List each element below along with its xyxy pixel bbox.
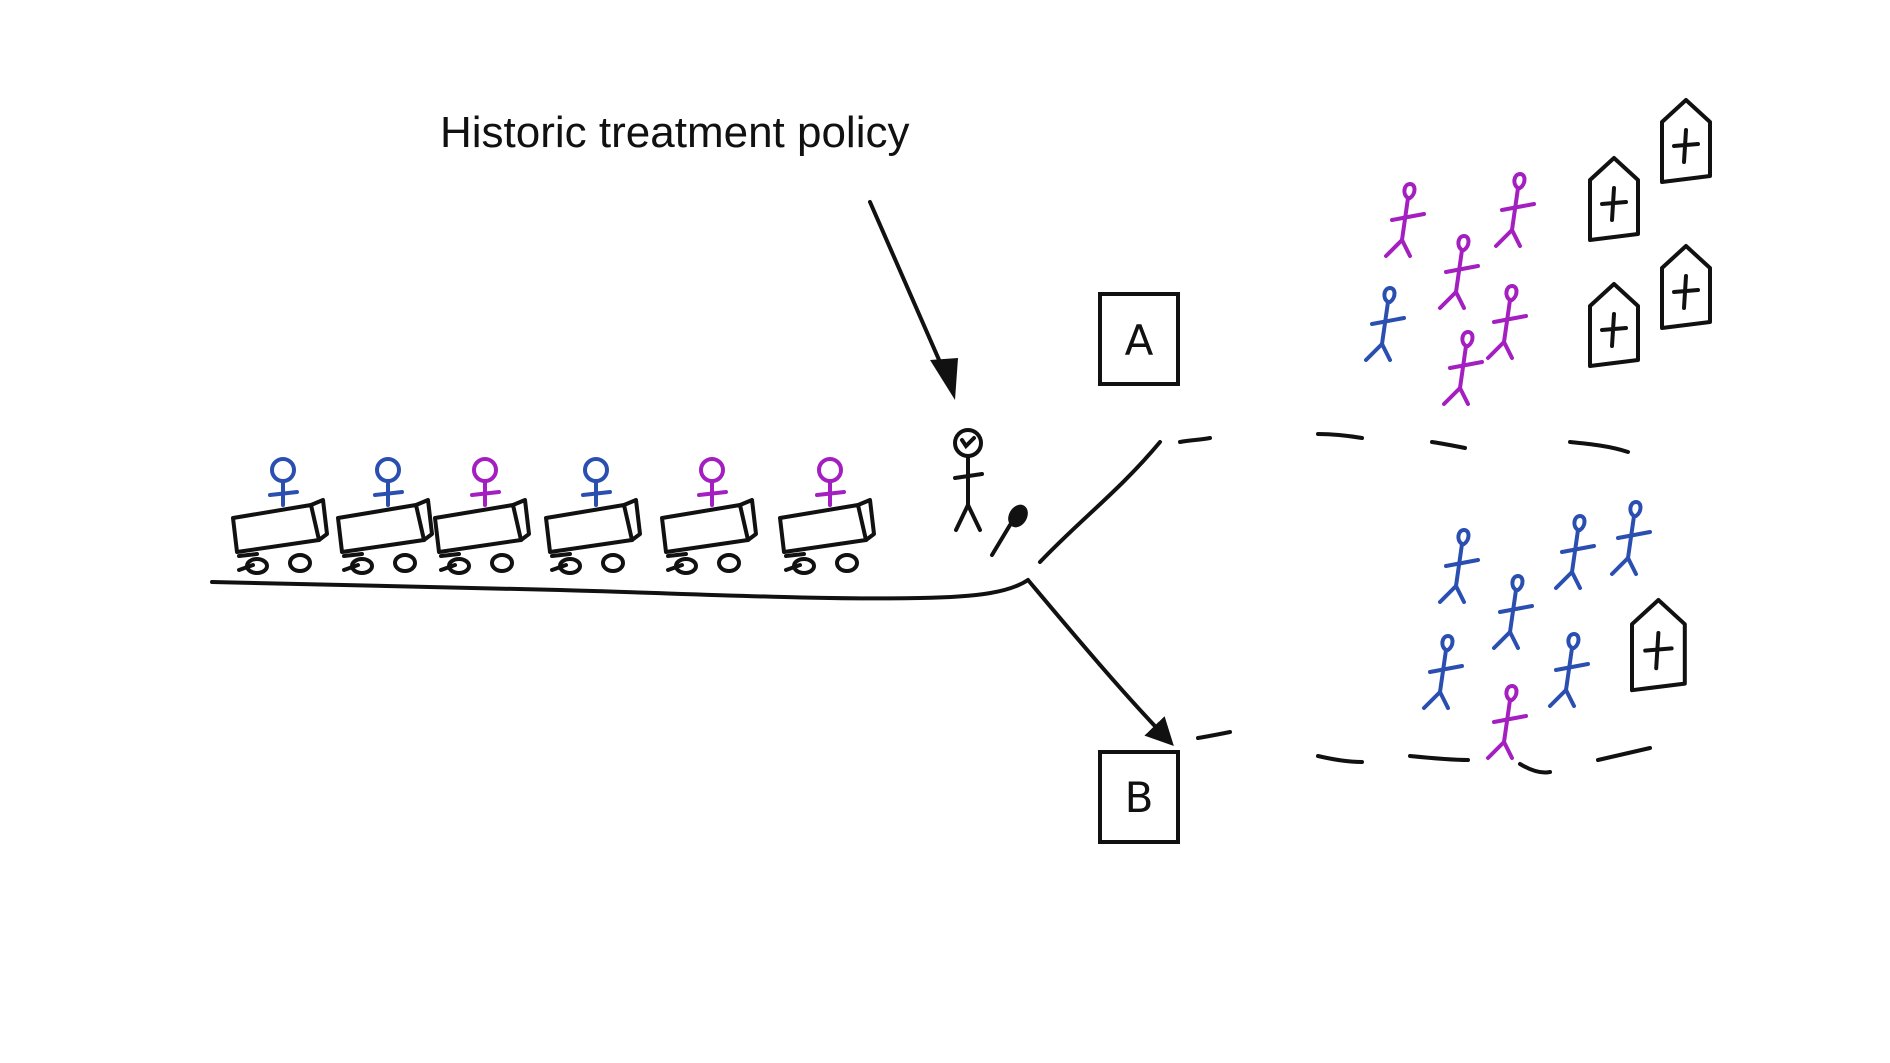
dashed-road-b [1196, 730, 1652, 775]
hospital-icon [1630, 598, 1687, 693]
person-in-cart-icon [778, 457, 876, 575]
patient-figure-icon [1494, 171, 1536, 248]
patient-figure-icon [1384, 181, 1426, 258]
patient-figure-icon [1554, 513, 1596, 590]
hospital-icon [1588, 282, 1640, 368]
dashed-road-a [1178, 432, 1630, 454]
main-road [210, 578, 1030, 601]
caption-arrowhead [930, 358, 958, 400]
person-in-cart-icon [660, 457, 758, 575]
hospital-icon [1660, 244, 1712, 330]
person-in-cart-icon [433, 457, 531, 575]
hospitals [1588, 98, 1712, 693]
caption-arrow [868, 200, 952, 387]
crowd-outcome-b [1422, 499, 1652, 760]
patient-figure-icon [1438, 527, 1480, 604]
hospital-icon [1588, 156, 1640, 242]
patient-figure-icon [1442, 329, 1484, 406]
person-in-cart-icon [336, 457, 434, 575]
hospital-icon [1660, 98, 1712, 184]
patient-figure-icon [1438, 233, 1480, 310]
crowd-outcome-a [1364, 171, 1536, 406]
patient-figure-icon [1548, 631, 1590, 708]
outcome-box-b: B [1098, 750, 1180, 844]
stethoscope-icon [990, 504, 1028, 557]
branch-a-line [1038, 440, 1162, 564]
caption-historic-treatment-policy: Historic treatment policy [440, 108, 910, 157]
outcome-box-a: A [1098, 292, 1180, 386]
label-a: A [1125, 316, 1154, 365]
patient-figure-icon [1422, 633, 1464, 710]
person-in-cart-icon [544, 457, 642, 575]
patient-figure-icon [1486, 283, 1528, 360]
branch-b-arrow [1026, 578, 1174, 747]
person-in-cart-icon [231, 457, 329, 575]
patient-queue [231, 457, 876, 575]
patient-figure-icon [1610, 499, 1652, 576]
patient-figure-icon [1486, 683, 1528, 760]
patient-figure-icon [1492, 573, 1534, 650]
patient-figure-icon [1364, 285, 1406, 362]
label-b: B [1125, 773, 1154, 822]
doctor-icon [953, 428, 984, 532]
